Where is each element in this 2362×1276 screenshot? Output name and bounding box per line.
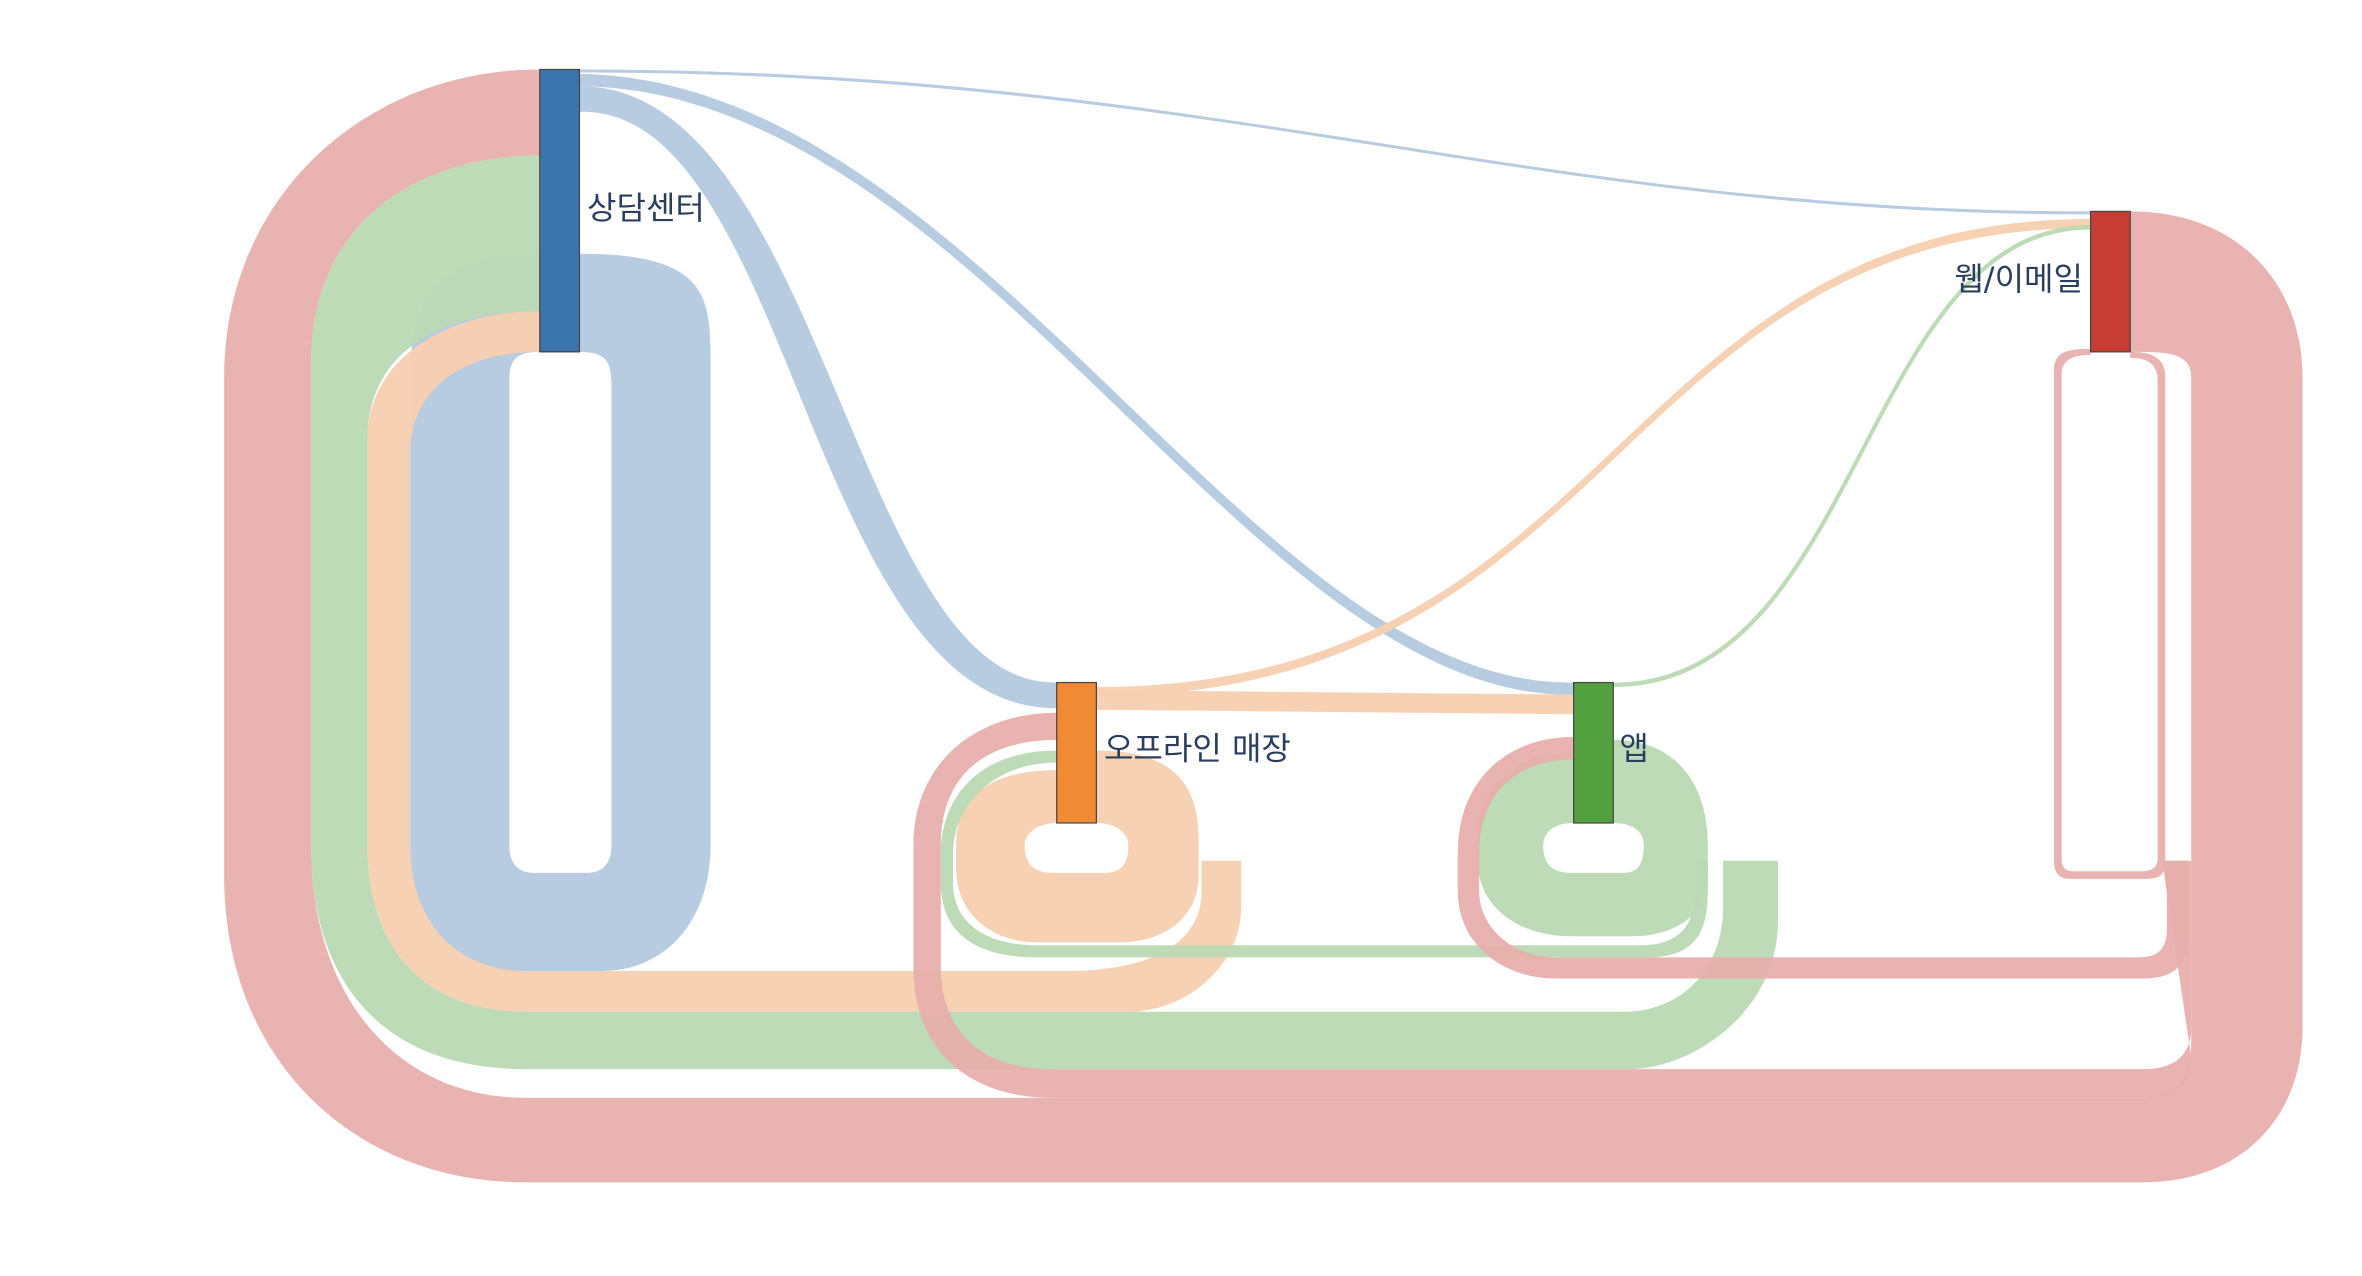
link-store-to-web[interactable] <box>1096 218 2091 697</box>
node-store[interactable] <box>1056 681 1097 824</box>
link-call-to-store[interactable] <box>579 86 1057 709</box>
link-app-to-call[interactable] <box>311 155 1778 1070</box>
node-label-store: 오프라인 매장 <box>1104 730 1291 768</box>
node-app[interactable] <box>1573 681 1614 824</box>
node-label-app: 앱 <box>1619 730 1648 768</box>
node-call[interactable] <box>539 68 581 353</box>
link-app-to-app[interactable] <box>1477 739 1708 937</box>
link-call-to-app[interactable] <box>579 73 1574 695</box>
sankey-nodes <box>539 68 2131 824</box>
node-label-call: 상담센터 <box>587 189 705 227</box>
link-web-to-app[interactable] <box>1457 736 2189 979</box>
sankey-labels: 상담센터 오프라인 매장 앱 웹/이메일 <box>587 189 2083 767</box>
sankey-links <box>224 69 2303 1183</box>
link-store-to-store[interactable] <box>956 750 1199 943</box>
node-web[interactable] <box>2089 210 2131 353</box>
link-call-to-call[interactable] <box>410 253 711 971</box>
node-label-web: 웹/이메일 <box>1954 260 2083 298</box>
link-web-to-web[interactable] <box>2053 348 2166 879</box>
link-store-to-app[interactable] <box>1096 690 1574 715</box>
